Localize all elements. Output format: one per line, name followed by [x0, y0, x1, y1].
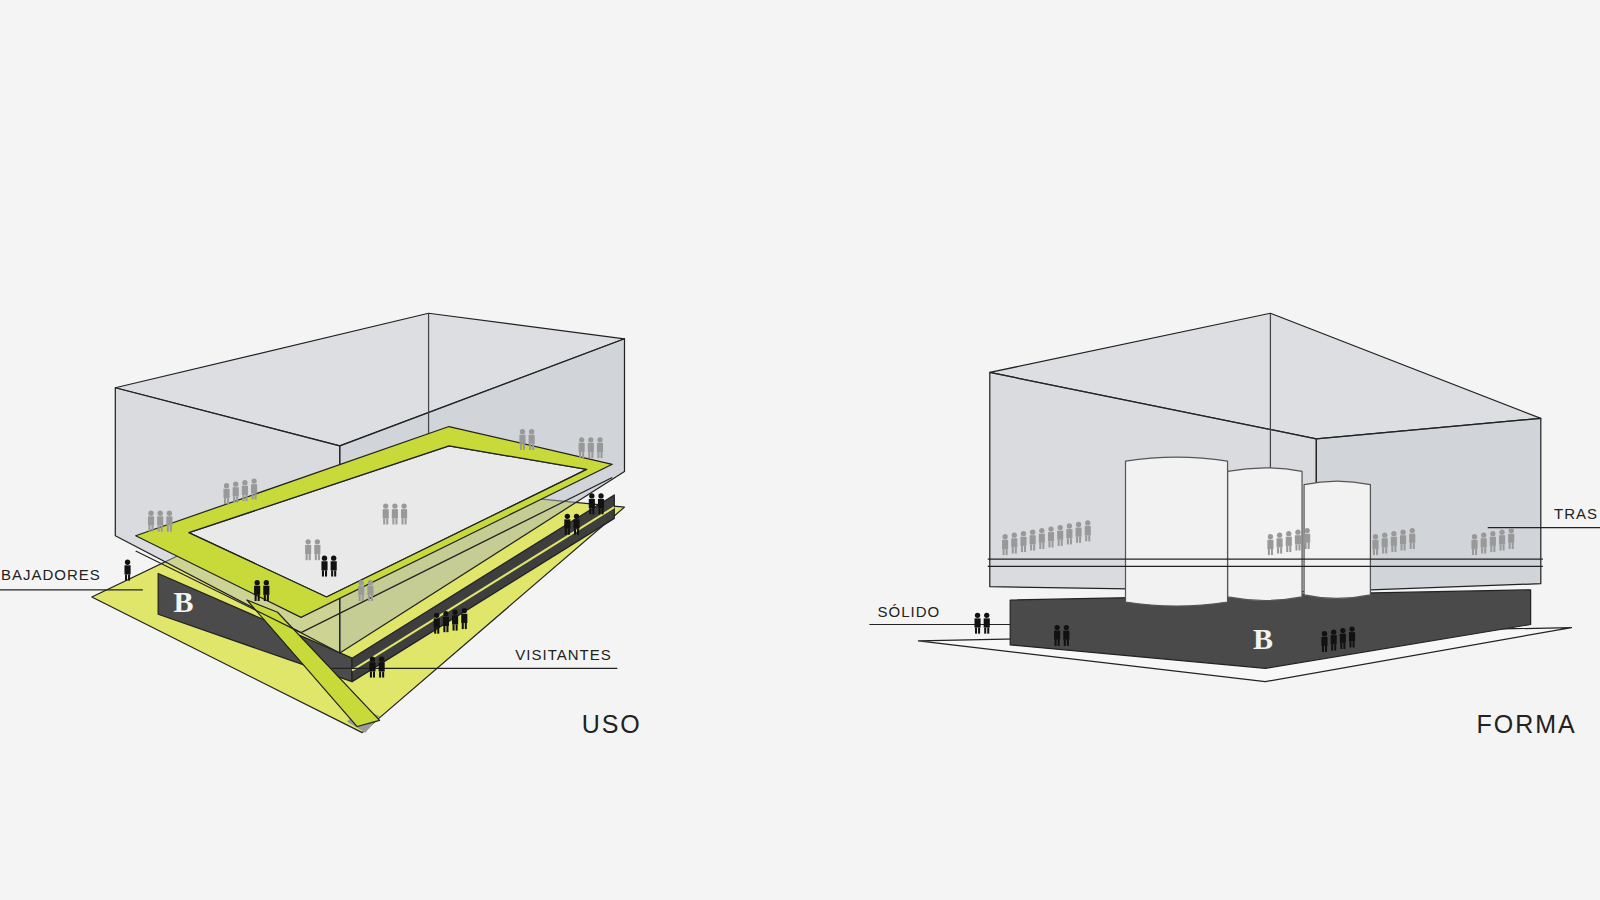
- person-figure: [1076, 522, 1082, 543]
- person-figure: [166, 511, 172, 532]
- slab-line: [988, 559, 1543, 560]
- person-figure: [233, 482, 239, 503]
- walkway-ring: [136, 427, 613, 618]
- person-figure: [1063, 625, 1069, 646]
- person-figure: [379, 657, 385, 678]
- person-figure: [1490, 531, 1496, 552]
- person-figure: [1030, 529, 1036, 550]
- solid-base: [1010, 590, 1530, 669]
- brand-logo: B: [173, 587, 193, 617]
- forma-drawing: [869, 313, 1600, 681]
- person-figure: [443, 611, 449, 632]
- group-label: BAJADORES: [1, 567, 101, 582]
- leader-line: [1488, 527, 1600, 528]
- person-figure: [1349, 626, 1355, 647]
- person-figure: [1331, 629, 1337, 650]
- person-figure: [1382, 533, 1388, 554]
- person-figure: [1267, 534, 1273, 555]
- person-figure: [573, 514, 579, 535]
- person-figure: [157, 511, 163, 532]
- leader-line: [0, 589, 143, 590]
- part-label: TRAS: [1554, 506, 1598, 521]
- person-figure: [1277, 533, 1283, 554]
- ramp: [247, 600, 380, 727]
- person-figure: [1085, 520, 1091, 541]
- person-figure: [1391, 531, 1397, 552]
- person-figure: [242, 480, 248, 501]
- person-figure: [254, 580, 260, 601]
- person-figure: [1400, 529, 1406, 550]
- person-figure: [1295, 529, 1301, 550]
- person-figure: [1039, 528, 1045, 549]
- person-figure: [369, 657, 375, 678]
- person-figure: [529, 429, 535, 450]
- ring-edge: [136, 551, 301, 633]
- person-figure: [564, 514, 570, 535]
- person-figure: [148, 511, 154, 532]
- person-figure: [598, 493, 604, 514]
- person-figure: [251, 478, 257, 499]
- people-figures: [124, 429, 1514, 678]
- person-figure: [1409, 528, 1415, 549]
- person-figure: [263, 580, 269, 601]
- person-figure: [1286, 531, 1292, 552]
- person-figure: [434, 613, 440, 634]
- person-figure: [1066, 523, 1072, 544]
- cylinders: [1126, 457, 1371, 606]
- person-figure: [367, 580, 373, 601]
- part-label: SÓLIDO: [878, 604, 941, 619]
- uso-drawing: [0, 313, 624, 732]
- person-figure: [321, 556, 327, 577]
- person-figure: [1499, 529, 1505, 550]
- person-figure: [331, 556, 337, 577]
- person-figure: [124, 560, 130, 581]
- person-figure: [597, 437, 603, 458]
- person-figure: [1508, 528, 1514, 549]
- person-figure: [461, 608, 467, 629]
- slab-line: [988, 566, 1543, 567]
- person-figure: [974, 613, 980, 634]
- person-figure: [519, 429, 525, 450]
- person-figure: [401, 503, 407, 524]
- person-figure: [588, 437, 594, 458]
- person-figure: [452, 610, 458, 631]
- person-figure: [1340, 628, 1346, 649]
- person-figure: [1002, 534, 1008, 555]
- person-figure: [1481, 533, 1487, 554]
- person-figure: [392, 503, 398, 524]
- person-figure: [1304, 528, 1310, 549]
- person-figure: [1372, 534, 1378, 555]
- brand-logo: B: [1253, 624, 1273, 654]
- person-figure: [223, 483, 229, 504]
- person-figure: [1048, 526, 1054, 547]
- person-figure: [1321, 631, 1327, 652]
- glass-edge: [428, 313, 429, 433]
- person-figure: [383, 503, 389, 524]
- diagram-title: USO: [582, 712, 642, 737]
- person-figure: [1057, 525, 1063, 546]
- diagram-title: FORMA: [1477, 712, 1577, 737]
- person-figure: [1011, 533, 1017, 554]
- person-figure: [1020, 531, 1026, 552]
- person-figure: [589, 493, 595, 514]
- person-figure: [305, 539, 311, 560]
- ring-edge: [301, 478, 612, 633]
- person-figure: [314, 539, 320, 560]
- person-figure: [358, 580, 364, 601]
- person-figure: [984, 613, 990, 634]
- person-figure: [1471, 534, 1477, 555]
- person-figure: [579, 437, 585, 458]
- group-label: VISITANTES: [515, 647, 611, 662]
- person-figure: [1054, 625, 1060, 646]
